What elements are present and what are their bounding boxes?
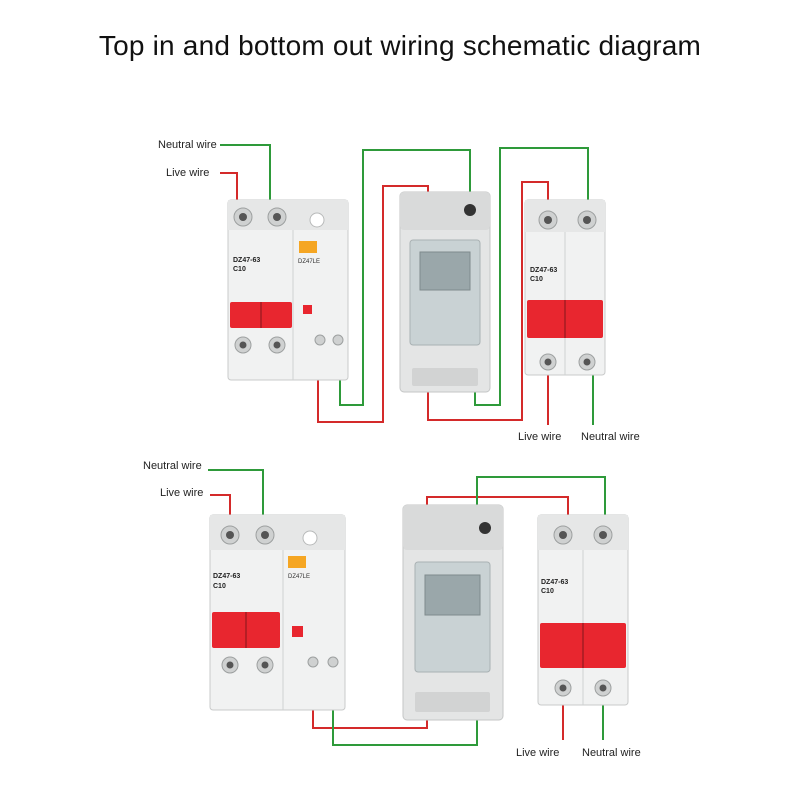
top-neutral-in-wire xyxy=(220,144,271,205)
bottom-schematic: DZ47-63 C10 DZ47LE xyxy=(143,460,641,759)
bottom-rcbo-rating: C10 xyxy=(213,583,226,590)
bottom-neutral-in-wire xyxy=(208,469,264,518)
top-rcbo-breaker: DZ47-63 C10 DZ47LE xyxy=(227,199,349,381)
bottom-wires xyxy=(208,469,606,746)
bottom-rcbo-module: DZ47LE xyxy=(288,574,310,580)
top-schematic: DZ47-63 C10 DZ47LE xyxy=(158,139,640,443)
bottom-mcb-model: DZ47-63 xyxy=(541,579,568,586)
top-neutral-in-label: Neutral wire xyxy=(158,139,217,151)
top-energy-meter xyxy=(399,191,491,393)
top-live-meter-out xyxy=(427,181,549,421)
top-live-out-label: Live wire xyxy=(518,431,561,443)
top-rcbo-rating: C10 xyxy=(233,266,246,273)
bottom-energy-meter xyxy=(402,504,504,721)
bottom-live-in-label: Live wire xyxy=(160,487,203,499)
bottom-rcbo-model: DZ47-63 xyxy=(213,573,240,580)
top-mcb-rating: C10 xyxy=(530,276,543,283)
top-live-in-wire xyxy=(220,172,238,205)
top-mcb-breaker: DZ47-63 C10 xyxy=(524,199,606,376)
top-live-in-label: Live wire xyxy=(166,167,209,179)
bottom-live-in-wire xyxy=(210,494,231,518)
bottom-rcbo-breaker: DZ47-63 C10 DZ47LE xyxy=(209,514,346,711)
bottom-mcb-breaker: DZ47-63 C10 xyxy=(537,514,629,706)
top-mcb-model: DZ47-63 xyxy=(530,267,557,274)
bottom-neutral-meter-top xyxy=(476,476,606,518)
diagram-title: Top in and bottom out wiring schematic d… xyxy=(98,30,702,61)
bottom-neutral-in-label: Neutral wire xyxy=(143,460,202,472)
bottom-live-meter-top xyxy=(426,496,569,518)
top-rcbo-model: DZ47-63 xyxy=(233,257,260,264)
top-neutral-out-label: Neutral wire xyxy=(581,431,640,443)
top-rcbo-module: DZ47LE xyxy=(298,259,320,265)
bottom-neutral-out-label: Neutral wire xyxy=(582,747,641,759)
bottom-live-out-label: Live wire xyxy=(516,747,559,759)
bottom-mcb-rating: C10 xyxy=(541,588,554,595)
